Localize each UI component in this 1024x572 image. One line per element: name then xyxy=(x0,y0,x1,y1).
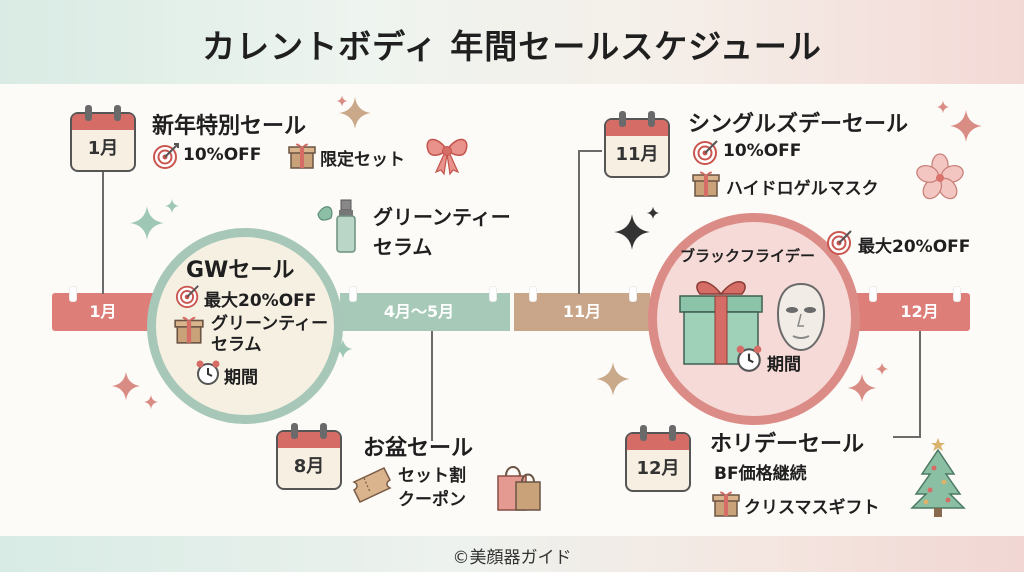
page-title: カレントボディ 年間セールスケジュール xyxy=(202,27,822,66)
timeline-tick xyxy=(953,286,961,302)
connector-aug xyxy=(431,331,433,441)
obon-line1: セット割 xyxy=(398,466,466,486)
connector-nov xyxy=(578,150,580,294)
newyear-discount: 10%OFF xyxy=(183,145,262,165)
shopping-bag-icon xyxy=(497,466,541,511)
singles-gift: ハイドロゲルマスク xyxy=(726,179,879,199)
event-title-blackfriday: ブラックフライデー xyxy=(680,247,816,265)
calendar-icon: 8月 xyxy=(276,423,342,490)
sakura-icon xyxy=(916,153,964,200)
sparkle-icon xyxy=(950,110,982,142)
alarm-clock-icon xyxy=(736,345,762,372)
holiday-gift: クリスマスギフト xyxy=(744,498,880,518)
event-title-newyear: 新年特別セール xyxy=(152,114,307,139)
timeline-label-nov: 11月 xyxy=(562,302,602,321)
serum-text: グリーンティー セラム xyxy=(373,202,511,262)
event-title-singles: シングルズデーセール xyxy=(688,112,909,137)
calendar-icon: 11月 xyxy=(604,111,670,178)
obon-line2: クーポン xyxy=(398,490,466,510)
connector-nov-h xyxy=(578,150,602,152)
timeline-tick xyxy=(69,286,77,302)
gw-gift-line2: セラム xyxy=(211,335,262,355)
sparkle-icon xyxy=(936,100,950,114)
serum-line2: セラム xyxy=(373,235,433,259)
timeline-tick xyxy=(869,286,877,302)
sparkle-icon xyxy=(164,198,180,214)
connector-dec xyxy=(919,331,921,437)
gw-period: 期間 xyxy=(224,368,258,388)
sparkle-icon xyxy=(614,214,650,250)
timeline-tick xyxy=(349,286,357,302)
gw-discount: 最大20%OFF xyxy=(204,291,317,311)
sparkle-icon xyxy=(339,97,371,129)
serum-line1: グリーンティー xyxy=(373,205,511,229)
target-icon xyxy=(153,143,179,169)
gift-icon xyxy=(288,143,316,169)
timeline-tick xyxy=(529,286,537,302)
calendar-month: 1月 xyxy=(87,138,119,159)
timeline-label-jan: 1月 xyxy=(89,302,117,321)
newyear-gift: 限定セット xyxy=(320,150,405,170)
ribbon-icon xyxy=(426,138,468,176)
event-title-obon: お盆セール xyxy=(363,436,474,461)
obon-text: セット割 クーポン xyxy=(398,464,466,512)
calendar-month: 8月 xyxy=(293,456,325,477)
gw-gift: グリーンティー セラム xyxy=(211,314,328,356)
sparkle-icon xyxy=(875,362,889,376)
timeline-tick xyxy=(489,286,497,302)
sparkle-icon xyxy=(143,394,159,410)
connector-dec-h xyxy=(893,436,921,438)
gw-gift-line1: グリーンティー xyxy=(211,314,329,334)
timeline-seg-jan: 1月 xyxy=(52,293,154,331)
footer-band xyxy=(0,536,1024,572)
gift-box-icon xyxy=(679,281,763,365)
target-icon xyxy=(827,230,852,255)
blackfriday-discount: 最大20%OFF xyxy=(858,237,971,257)
timeline-label-dec: 12月 xyxy=(900,302,939,321)
calendar-month: 12月 xyxy=(636,458,680,479)
led-mask-icon xyxy=(776,282,826,352)
connector-jan xyxy=(102,172,104,294)
target-icon xyxy=(693,140,718,165)
sparkle-icon xyxy=(336,95,348,107)
calendar-icon: 12月 xyxy=(625,425,691,492)
singles-discount: 10%OFF xyxy=(723,141,802,161)
timeline-seg-gw: 4月～5月 xyxy=(340,293,510,331)
sparkle-icon xyxy=(333,339,353,359)
gift-icon xyxy=(174,316,204,344)
holiday-subtitle: BF価格継続 xyxy=(714,464,807,484)
ticket-icon xyxy=(352,467,392,503)
leaf-icon xyxy=(317,206,333,221)
christmas-tree-icon xyxy=(910,438,966,517)
event-title-gw: GWセール xyxy=(186,258,295,283)
sparkle-icon xyxy=(646,206,660,220)
event-title-holiday: ホリデーセール xyxy=(710,432,865,457)
timeline-tick xyxy=(629,286,637,302)
gift-icon xyxy=(692,171,720,197)
target-icon xyxy=(175,285,199,309)
gift-icon xyxy=(712,491,740,517)
blackfriday-period: 期間 xyxy=(767,355,801,375)
calendar-month: 11月 xyxy=(615,144,659,165)
sparkle-icon xyxy=(596,362,630,396)
sparkle-icon xyxy=(847,373,877,403)
serum-bottle-icon xyxy=(317,199,356,253)
sparkle-icon xyxy=(130,206,164,240)
title-band xyxy=(0,0,1024,84)
alarm-clock-icon xyxy=(196,360,220,385)
footer-credit: ©美顔器ガイド xyxy=(452,548,572,568)
timeline-label-apr-may: 4月～5月 xyxy=(383,302,455,321)
sparkle-icon xyxy=(111,371,141,401)
calendar-icon: 1月 xyxy=(70,105,136,172)
